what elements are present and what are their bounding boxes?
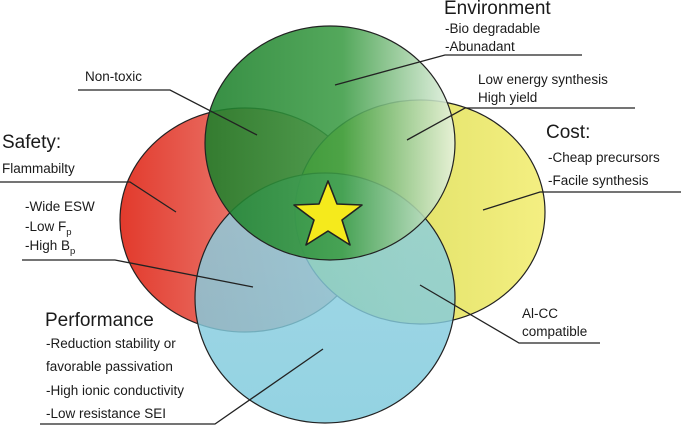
non-toxic-label: Non-toxic xyxy=(85,69,142,84)
line-performance xyxy=(40,348,324,425)
safety-perf-item: -Wide ESW xyxy=(25,199,95,214)
safety-title: Safety: xyxy=(2,132,61,153)
cost-title: Cost: xyxy=(546,122,590,143)
safety-item: Flammabilty xyxy=(2,161,75,176)
env-cost-item: Low energy synthesis xyxy=(478,72,608,87)
environment-item: -Abunadant xyxy=(445,39,515,54)
low-fp-sub: p xyxy=(66,227,71,238)
cost-item: -Cheap precursors xyxy=(548,150,660,165)
line-env-cost xyxy=(406,107,635,141)
line-non-toxic xyxy=(78,89,258,136)
performance-item: -High ionic conductivity xyxy=(46,383,184,398)
high-bp-text: -High B xyxy=(25,238,70,253)
low-fp-text: -Low F xyxy=(25,219,66,234)
performance-item: favorable passivation xyxy=(46,359,173,374)
performance-title: Performance xyxy=(45,310,154,331)
cost-item: -Facile synthesis xyxy=(548,173,649,188)
safety-perf-item: -Low Fp xyxy=(25,219,72,238)
line-cost-perf xyxy=(419,284,600,344)
environment-item: -Bio degradable xyxy=(445,21,540,36)
line-environment xyxy=(334,54,582,86)
safety-perf-item: -High Bp xyxy=(25,238,75,257)
leader-lines xyxy=(0,54,681,425)
environment-circle xyxy=(204,25,456,261)
line-safety xyxy=(0,181,177,213)
performance-item: -Reduction stability or xyxy=(46,336,176,351)
line-safety-perf xyxy=(22,259,254,288)
env-cost-item: High yield xyxy=(478,90,537,105)
cost-perf-item: compatible xyxy=(522,324,587,339)
high-bp-sub: p xyxy=(70,246,75,257)
cost-perf-item: Al-CC xyxy=(522,306,558,321)
star-icon xyxy=(293,180,363,246)
line-cost xyxy=(482,191,681,211)
performance-item: -Low resistance SEI xyxy=(46,406,166,421)
environment-title: Environment xyxy=(444,0,551,19)
